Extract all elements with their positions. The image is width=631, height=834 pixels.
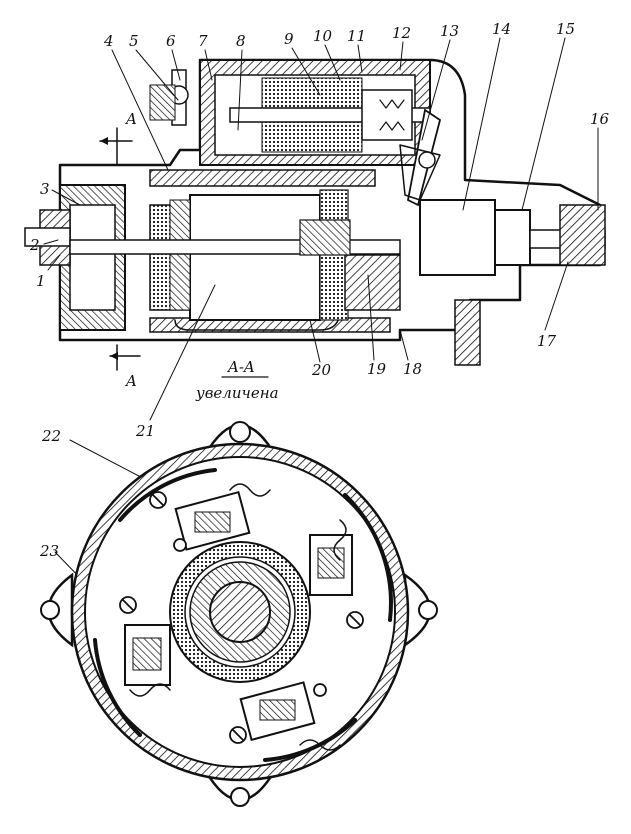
mounting-foot [454,299,481,366]
section-a-a-view [40,421,438,807]
brush-holder-bottom [239,681,316,742]
callout-17: 17 [537,332,557,350]
brush-holder-right [309,534,353,596]
callout-6: 6 [166,32,176,50]
housing-top-wall [149,169,376,187]
callout-9: 9 [284,30,294,48]
callout-labels: 1 2 3 4 5 6 7 8 9 10 11 12 13 14 15 16 1… [29,20,610,560]
callout-21: 21 [135,422,155,440]
brush-holder-left [124,624,171,686]
section-caption-note: увеличена [195,384,279,402]
section-caption-title: A-A [226,358,255,376]
callout-1: 1 [36,272,46,290]
callout-8: 8 [236,32,246,50]
callout-23: 23 [39,542,59,560]
section-line-a [99,127,141,371]
brush-springs [129,483,347,751]
callout-3: 3 [40,180,50,198]
section-marker-bottom: A [124,372,137,390]
drive-end-bearing [344,254,401,311]
callout-2: 2 [29,236,40,254]
shaft-section [209,581,271,643]
callout-4: 4 [103,32,114,50]
callout-20: 20 [311,361,332,379]
lever-pivot [418,151,436,169]
callout-12: 12 [392,24,411,42]
callout-5: 5 [129,32,139,50]
callout-10: 10 [313,27,333,45]
callout-14: 14 [492,20,511,38]
solenoid-winding-upper [261,77,363,109]
section-caption: A-A увеличена [195,358,279,402]
callout-7: 7 [198,32,208,50]
armature [189,194,321,321]
brush-holder-top [174,490,251,551]
section-marker-top: A [124,110,137,128]
solenoid-winding-lower [261,121,363,153]
callout-11: 11 [347,27,366,45]
screws [119,491,364,744]
overrunning-clutch [419,199,496,276]
callout-19: 19 [367,360,387,378]
leader-lines [43,37,599,649]
callout-15: 15 [556,20,575,38]
longitudinal-section [24,58,606,371]
callout-13: 13 [440,22,459,40]
callout-18: 18 [403,360,422,378]
callout-16: 16 [590,110,610,128]
callout-22: 22 [41,427,61,445]
